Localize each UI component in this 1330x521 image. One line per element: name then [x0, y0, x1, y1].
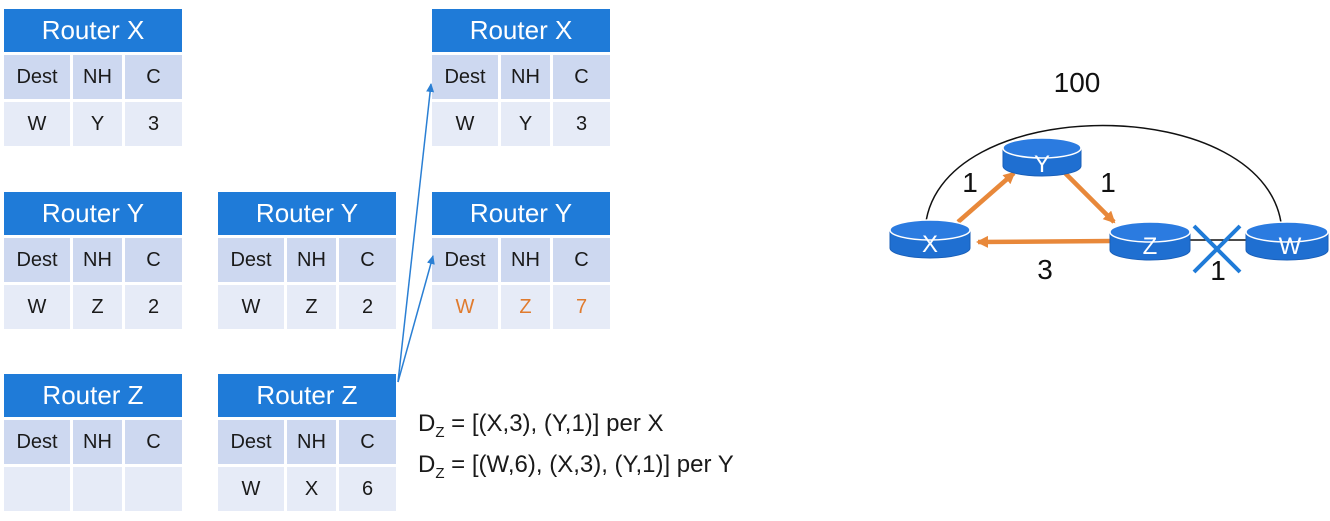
col-header-next-hop: NH [501, 55, 550, 99]
table-row: W Z 2 [4, 285, 182, 329]
cell-cost: 2 [125, 285, 182, 329]
table-row: W Y 3 [432, 102, 610, 146]
col-header-next-hop: NH [501, 238, 550, 282]
routing-table-y-step3: Router Y Dest NH C W Z 7 [432, 192, 610, 329]
table-row [4, 467, 182, 511]
col-header-cost: C [339, 420, 396, 464]
edge-label-x-y: 1 [962, 167, 978, 198]
table-row: W Z 2 [218, 285, 396, 329]
cell-next-hop [73, 467, 122, 511]
eq-subscript: Z [435, 464, 445, 482]
router-x-label: X [922, 231, 938, 258]
cell-next-hop: Z [73, 285, 122, 329]
cell-cost: 3 [553, 102, 610, 146]
eq-body: = [(X,3), (Y,1)] per X [444, 410, 664, 437]
col-header-next-hop: NH [287, 420, 336, 464]
routing-table-x-initial: Router X Dest NH C W Y 3 [4, 9, 182, 146]
path-arrow-y-z [1062, 170, 1116, 224]
table-title: Router Y [4, 192, 182, 235]
router-w: W [1245, 221, 1329, 261]
cell-next-hop: Y [501, 102, 550, 146]
equation-line-2: DZ = [(W,6), (X,3), (Y,1)] per Y [418, 449, 734, 490]
table-row: W Y 3 [4, 102, 182, 146]
router-y-label: Y [1034, 151, 1050, 178]
update-arrow-to-y [397, 255, 435, 383]
eq-symbol: D [418, 450, 436, 478]
col-header-dest: Dest [432, 55, 498, 99]
cell-dest: W [218, 285, 284, 329]
col-header-cost: C [125, 238, 182, 282]
cell-dest: W [4, 102, 70, 146]
router-z-label: Z [1143, 233, 1158, 260]
cell-next-hop: Y [73, 102, 122, 146]
table-title: Router Z [218, 374, 396, 417]
col-header-next-hop: NH [73, 55, 122, 99]
cell-dest [4, 467, 70, 511]
cell-next-hop: Z [501, 285, 550, 329]
cell-cost: 7 [553, 285, 610, 329]
cell-cost: 2 [339, 285, 396, 329]
cell-next-hop: X [287, 467, 336, 511]
table-title: Router X [432, 9, 610, 52]
col-header-cost: C [339, 238, 396, 282]
routing-table-z-step2: Router Z Dest NH C W X 6 [218, 374, 396, 511]
edge-label-z-w: 1 [1210, 255, 1226, 286]
cell-cost: 6 [339, 467, 396, 511]
col-header-cost: C [125, 55, 182, 99]
table-title: Router Y [218, 192, 396, 235]
routing-table-z-initial: Router Z Dest NH C [4, 374, 182, 511]
table-title: Router X [4, 9, 182, 52]
routing-table-y-initial: Router Y Dest NH C W Z 2 [4, 192, 182, 329]
col-header-next-hop: NH [287, 238, 336, 282]
distance-vector-equations: DZ = [(X,3), (Y,1)] per X DZ = [(W,6), (… [418, 408, 734, 490]
table-row: W X 6 [218, 467, 396, 511]
col-header-next-hop: NH [73, 420, 122, 464]
routing-table-y-step2: Router Y Dest NH C W Z 2 [218, 192, 396, 329]
col-header-dest: Dest [218, 420, 284, 464]
equation-line-1: DZ = [(X,3), (Y,1)] per X [418, 408, 734, 449]
router-w-label: W [1279, 233, 1302, 260]
table-title: Router Z [4, 374, 182, 417]
cell-dest: W [432, 102, 498, 146]
link-x-w [924, 124, 1283, 233]
table-row-updated: W Z 7 [432, 285, 610, 329]
col-header-cost: C [125, 420, 182, 464]
col-header-dest: Dest [4, 238, 70, 282]
col-header-dest: Dest [218, 238, 284, 282]
path-arrow-z-x [976, 235, 1113, 248]
edge-label-x-w: 100 [1054, 67, 1101, 98]
cell-cost: 3 [125, 102, 182, 146]
col-header-dest: Dest [4, 55, 70, 99]
eq-body: = [(W,6), (X,3), (Y,1)] per Y [444, 450, 734, 478]
eq-symbol: D [418, 410, 436, 437]
routing-table-x-step3: Router X Dest NH C W Y 3 [432, 9, 610, 146]
eq-subscript: Z [435, 423, 445, 441]
path-arrow-x-y [956, 171, 1016, 224]
cell-dest: W [432, 285, 498, 329]
col-header-next-hop: NH [73, 238, 122, 282]
cell-dest: W [4, 285, 70, 329]
link-failure-icon [1192, 224, 1242, 274]
col-header-cost: C [553, 238, 610, 282]
cell-dest: W [218, 467, 284, 511]
col-header-dest: Dest [4, 420, 70, 464]
table-title: Router Y [432, 192, 610, 235]
router-x: X [889, 219, 971, 259]
cell-next-hop: Z [287, 285, 336, 329]
router-y: Y [1002, 137, 1082, 178]
col-header-dest: Dest [432, 238, 498, 282]
network-topology: Y X Z W 100 1 1 3 1 [889, 67, 1329, 286]
cell-cost [125, 467, 182, 511]
col-header-cost: C [553, 55, 610, 99]
edge-label-y-z: 1 [1100, 167, 1116, 198]
router-z: Z [1109, 221, 1191, 261]
update-arrow-to-x [397, 83, 435, 383]
edge-label-z-x: 3 [1037, 254, 1053, 285]
